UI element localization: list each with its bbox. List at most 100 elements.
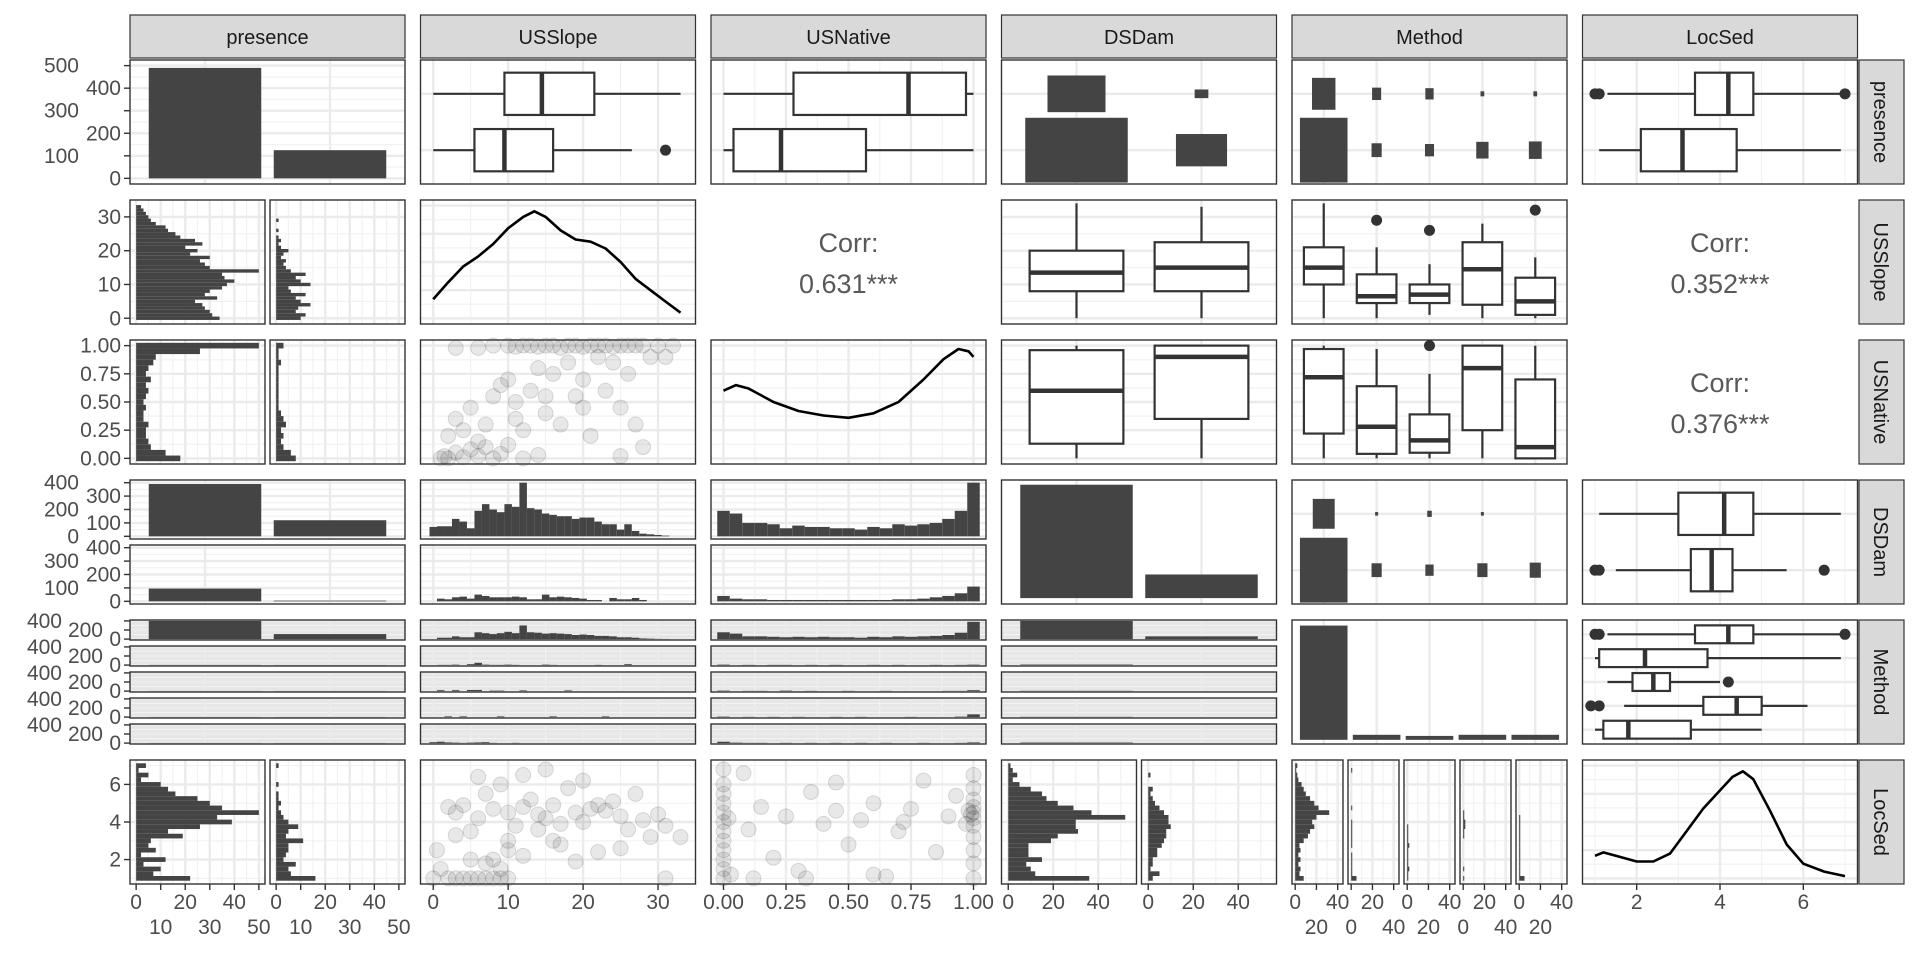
histogram-bar [136, 833, 183, 839]
histogram-bar [496, 597, 505, 602]
histogram-bar [276, 359, 282, 366]
histogram-bar [804, 599, 818, 602]
histogram-bar [489, 597, 497, 602]
histogram-bar [276, 228, 279, 233]
panel-border [710, 671, 987, 693]
facet-subpanel [1000, 697, 1278, 719]
histogram-bar [556, 516, 565, 537]
histogram-bar [1008, 852, 1029, 858]
histogram-bar [276, 252, 284, 256]
correlation-value: 0.376*** [1670, 409, 1770, 439]
scatter-point [620, 337, 637, 354]
histogram-bar [729, 633, 743, 640]
histogram-bar [624, 524, 632, 537]
histogram-bar [474, 689, 482, 692]
histogram-bar [967, 621, 980, 640]
scatter-point [965, 842, 982, 859]
scatter-point [545, 832, 562, 849]
scatter-point [492, 445, 509, 462]
histogram-bar [136, 238, 196, 243]
panel-LocSed-vs-USNative [710, 759, 987, 887]
x-axis-tick-label: 0 [1142, 891, 1154, 914]
scatter-point [477, 855, 494, 872]
scatter-point [455, 449, 472, 466]
histogram-bar [729, 513, 743, 537]
histogram-bar [136, 763, 146, 768]
histogram-bar [136, 800, 210, 806]
histogram-bar [1295, 857, 1301, 862]
histogram-bar [1295, 814, 1317, 820]
histogram-bar [534, 509, 542, 537]
panel-border [1000, 339, 1278, 465]
box-outlier [1585, 700, 1597, 712]
facet-subpanel [1000, 671, 1278, 693]
scatter-point [612, 399, 629, 416]
bar [1405, 735, 1454, 740]
histogram-bar [276, 782, 279, 787]
panel-border [419, 59, 697, 185]
histogram-bar [136, 810, 259, 815]
scatter-point [575, 399, 592, 416]
density-curve [432, 210, 682, 314]
scatter-point [545, 797, 562, 814]
scatter-point [432, 860, 449, 877]
histogram-bar [1519, 838, 1521, 844]
histogram-bar [489, 634, 497, 640]
scatter-point [552, 836, 569, 853]
y-axis-tick-label: 0.00 [80, 447, 121, 470]
x-axis-tick-label: 40 [1227, 891, 1250, 914]
y-axis-tick-label: 100 [44, 577, 79, 600]
scatter-point [470, 339, 487, 356]
histogram-bar [504, 631, 512, 640]
histogram-bar [519, 482, 527, 537]
histogram-bar [917, 524, 930, 537]
count-tile [1529, 562, 1541, 578]
histogram-bar [466, 664, 475, 666]
histogram-bar [276, 791, 279, 797]
count-tile [1480, 91, 1485, 97]
box-body [1355, 273, 1398, 305]
histogram-bar [1519, 829, 1521, 834]
scatter-point [567, 804, 584, 821]
scatter-point [715, 776, 732, 793]
histogram-bar [1351, 829, 1353, 834]
histogram-bar [571, 518, 580, 537]
scatter-point [960, 802, 977, 819]
histogram-bar [1463, 814, 1465, 820]
y-axis-tick-label: 20 [98, 240, 121, 263]
y-axis-tick-label: 0 [109, 732, 121, 755]
panel-border [1581, 619, 1859, 745]
histogram-bar [466, 598, 475, 602]
histogram-bar [1295, 786, 1304, 792]
histogram-bar [444, 526, 452, 537]
histogram-bar [276, 376, 279, 383]
scatter-point [828, 802, 844, 819]
histogram-bar [942, 518, 955, 537]
x-axis-tick-label: 20 [571, 891, 594, 914]
histogram-bar [1008, 833, 1058, 839]
y-axis-tick-label: 30 [98, 206, 121, 229]
histogram-bar [1148, 838, 1164, 844]
box-outlier [1593, 700, 1605, 712]
histogram-bar [276, 309, 296, 314]
count-tile [1427, 510, 1432, 517]
histogram-bar [276, 838, 304, 844]
histogram-bar [1295, 772, 1298, 778]
scatter-point [440, 798, 457, 815]
scatter-point [965, 798, 982, 815]
facet-subpanel [419, 544, 697, 605]
panel-presence-vs-USNative [710, 59, 987, 185]
histogram-bar [136, 416, 144, 422]
box-body [1461, 344, 1504, 432]
histogram-bar [136, 309, 210, 314]
histogram-bar [136, 376, 151, 383]
scatter-point [530, 360, 547, 377]
x-axis-tick-label: 30 [198, 916, 221, 939]
histogram-bar [276, 348, 279, 355]
histogram-bar [136, 296, 218, 300]
x-axis-tick-label: 0 [1345, 916, 1357, 939]
scatter-point [440, 427, 457, 444]
histogram-bar [729, 598, 743, 602]
histogram-bar [136, 857, 166, 862]
count-tile [1476, 141, 1489, 159]
